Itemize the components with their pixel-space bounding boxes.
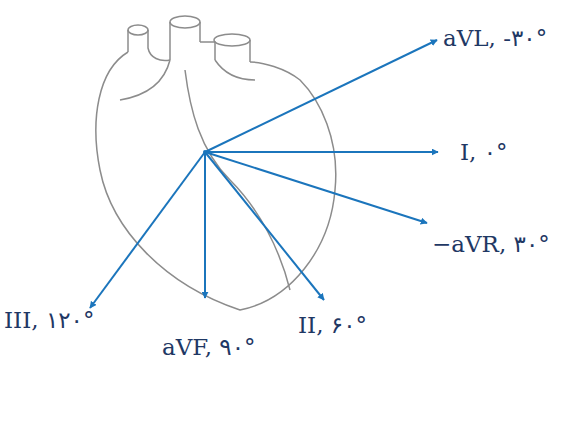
origin-dot (203, 150, 207, 154)
lead-label: I, ۰° (460, 138, 508, 166)
avl-axis (205, 40, 437, 152)
lead-ii-axis (205, 152, 324, 300)
lead-label: aVF, ۹۰° (162, 333, 256, 361)
lead-label: −aVR, ۳۰° (432, 230, 550, 258)
lead-label: II, ۶۰° (298, 311, 367, 339)
heart-outline (96, 16, 336, 310)
avr-axis (205, 152, 427, 223)
lead-label: III, ۱۲۰° (4, 306, 94, 334)
avf-axis (204, 152, 206, 298)
lead-label: aVL, -۳۰° (443, 24, 547, 52)
lead-i-axis (205, 151, 438, 153)
lead-axes (90, 40, 438, 308)
lead-iii-axis (90, 152, 205, 308)
